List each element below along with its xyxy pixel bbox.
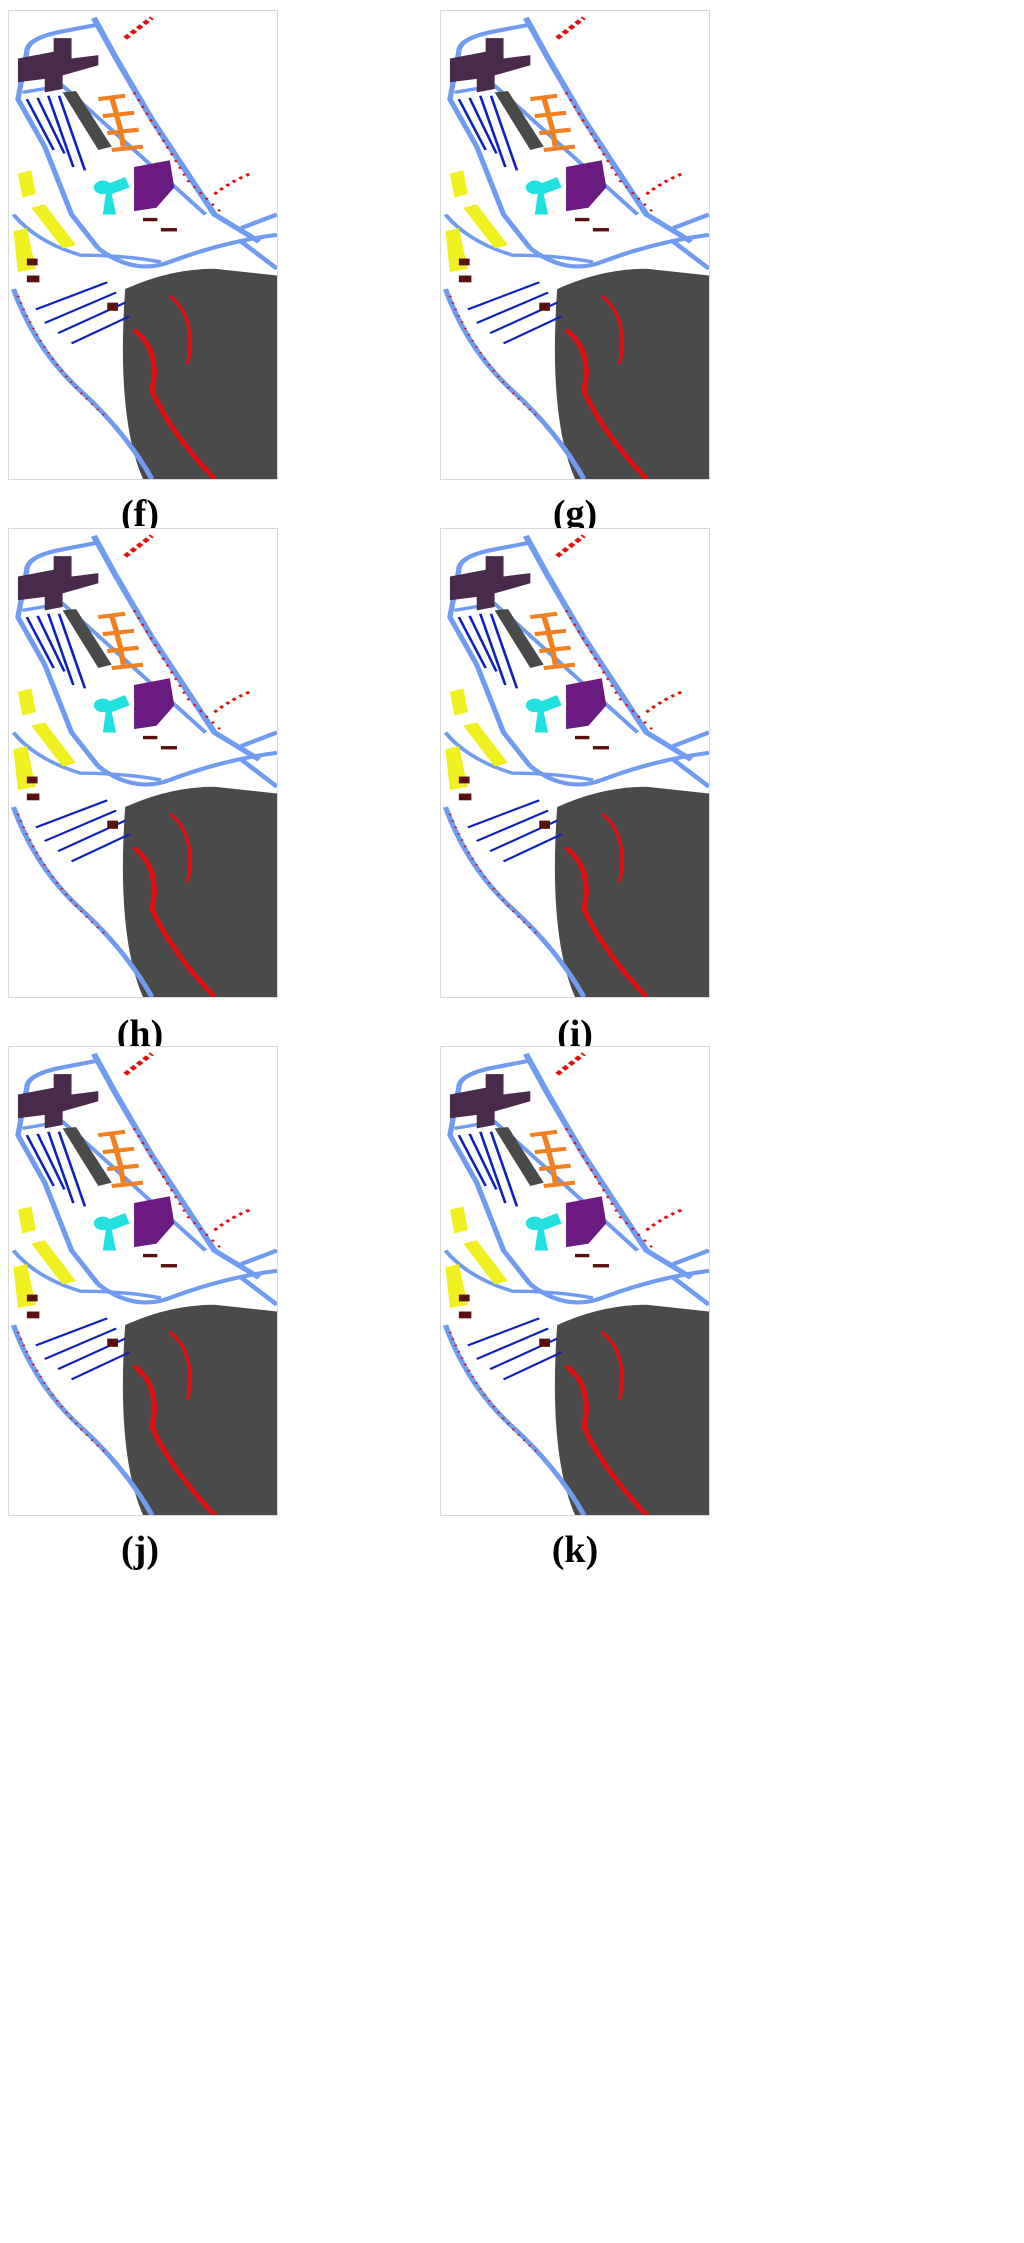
map-panel-i xyxy=(440,528,710,998)
caption-g: (g) xyxy=(552,493,598,535)
classification-map-j xyxy=(9,1047,277,1515)
classification-map-k xyxy=(441,1047,709,1515)
caption-k: (k) xyxy=(551,1529,599,1571)
map-panel-j xyxy=(8,1046,278,1516)
caption-f: (f) xyxy=(121,493,159,535)
classification-map-g xyxy=(441,11,709,479)
classification-map-i xyxy=(441,529,709,997)
caption-j: (j) xyxy=(121,1529,159,1571)
map-panel-h xyxy=(8,528,278,998)
caption-i: (i) xyxy=(557,1013,593,1055)
classification-map-h xyxy=(9,529,277,997)
map-panel-k xyxy=(440,1046,710,1516)
map-panel-f xyxy=(8,10,278,480)
map-panel-g xyxy=(440,10,710,480)
classification-map-f xyxy=(9,11,277,479)
caption-h: (h) xyxy=(116,1013,164,1055)
